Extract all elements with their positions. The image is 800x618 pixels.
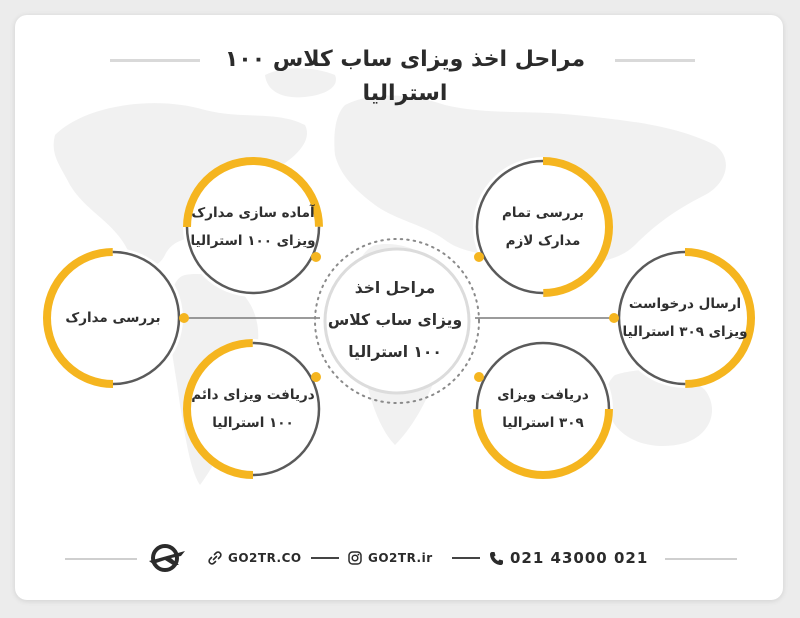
footer: GO2TR.CO GO2TR.ir 021 43000 021 bbox=[15, 540, 783, 576]
node-prepare-docs-line-2: ویزای ۱۰۰ استرالیا bbox=[190, 233, 316, 249]
footer-dash-2 bbox=[452, 557, 480, 559]
footer-divider-left bbox=[65, 558, 137, 560]
footer-separator-1 bbox=[311, 546, 339, 570]
node-permanent-visa-line-1: دریافت ویزای دائم bbox=[191, 387, 315, 403]
footer-separator-2 bbox=[452, 546, 480, 570]
center-line-1: مراحل اخذ bbox=[354, 279, 436, 297]
center-line-3: ۱۰۰ استرالیا bbox=[348, 343, 442, 361]
link-icon bbox=[208, 551, 222, 565]
node-receive-309-line-1: دریافت ویزای bbox=[497, 387, 589, 403]
node-review-all-line-2: مدارک لازم bbox=[505, 233, 581, 249]
footer-divider-right bbox=[665, 558, 737, 560]
node-send-request-line-1: ارسال درخواست bbox=[628, 296, 742, 312]
node-receive-309-label: دریافت ویزای ۳۰۹ استرالیا bbox=[477, 377, 609, 441]
center-label: مراحل اخذ ویزای ساب کلاس ۱۰۰ استرالیا bbox=[325, 265, 465, 375]
phone-icon bbox=[490, 551, 503, 565]
website-text: GO2TR.CO bbox=[228, 551, 302, 565]
process-diagram bbox=[43, 157, 755, 479]
center-circle bbox=[323, 247, 471, 395]
instagram-text: GO2TR.ir bbox=[368, 551, 433, 565]
node-review-docs bbox=[43, 248, 189, 388]
node-send-request-line-2: ویزای ۳۰۹ استرالیا bbox=[622, 324, 748, 340]
node-prepare-docs-line-1: آماده سازی مدارک bbox=[191, 205, 315, 221]
center-dotted-ring bbox=[314, 238, 480, 404]
phone-link[interactable]: 021 43000 021 bbox=[489, 546, 648, 570]
website-link[interactable]: GO2TR.CO bbox=[208, 546, 302, 570]
node-permanent-visa-label: دریافت ویزای دائم ۱۰۰ استرالیا bbox=[187, 377, 319, 441]
instagram-icon bbox=[348, 551, 362, 565]
node-permanent-visa-line-2: ۱۰۰ استرالیا bbox=[212, 415, 294, 431]
phone-text: 021 43000 021 bbox=[510, 549, 649, 567]
title-divider-right bbox=[615, 59, 695, 62]
node-review-all-line-1: بررسی تمام bbox=[502, 205, 584, 221]
node-review-docs-line-1: بررسی مدارک bbox=[65, 310, 161, 326]
node-review-all bbox=[473, 157, 613, 297]
node-review-docs-label: بررسی مدارک bbox=[53, 288, 173, 348]
title-bar: مراحل اخذ ویزای ساب کلاس ۱۰۰ استرالیا bbox=[15, 43, 783, 106]
footer-dash-1 bbox=[311, 557, 339, 559]
title-divider-left bbox=[110, 59, 200, 62]
page-title: مراحل اخذ ویزای ساب کلاس ۱۰۰ استرالیا bbox=[224, 47, 586, 106]
node-review-all-label: بررسی تمام مدارک لازم bbox=[477, 195, 609, 259]
node-receive-309-line-2: ۳۰۹ استرالیا bbox=[502, 415, 584, 431]
node-prepare-docs bbox=[183, 157, 323, 297]
instagram-link[interactable]: GO2TR.ir bbox=[348, 546, 433, 570]
node-receive-309 bbox=[473, 339, 613, 479]
logo bbox=[145, 544, 189, 572]
node-send-request-label: ارسال درخواست ویزای ۳۰۹ استرالیا bbox=[619, 286, 751, 350]
node-permanent-visa bbox=[183, 339, 323, 479]
infographic-card: مراحل اخذ ویزای ساب کلاس ۱۰۰ استرالیا bbox=[15, 15, 783, 600]
center-line-2: ویزای ساب کلاس bbox=[327, 311, 463, 329]
logo-icon bbox=[149, 544, 185, 572]
node-send-request bbox=[609, 248, 755, 388]
node-prepare-docs-label: آماده سازی مدارک ویزای ۱۰۰ استرالیا bbox=[187, 195, 319, 259]
